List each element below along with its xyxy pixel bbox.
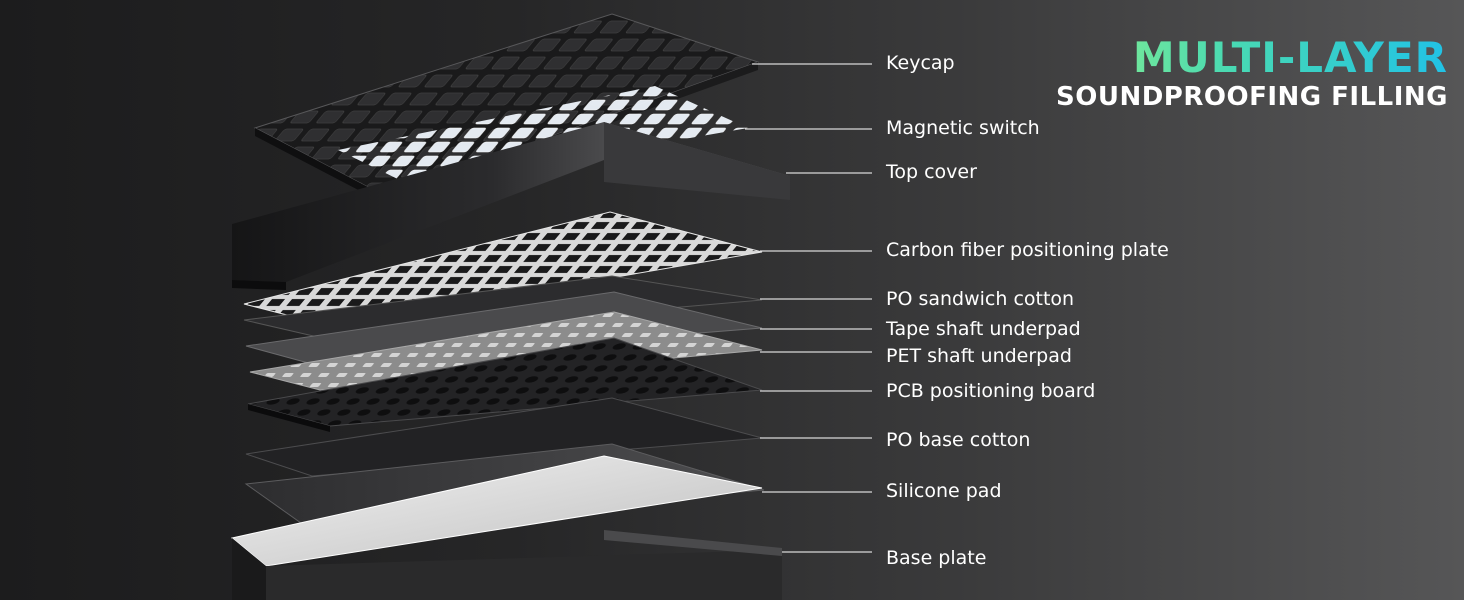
magnetic-switch-layer [338, 86, 748, 186]
label-keycap: Keycap [886, 52, 955, 74]
label-top-cover: Top cover [886, 161, 977, 183]
label-po-base-cotton: PO base cotton [886, 429, 1031, 451]
label-magnetic-switch: Magnetic switch [886, 117, 1040, 139]
headline-subtitle: SOUNDPROOFING FILLING [1056, 82, 1448, 112]
label-po-sandwich-cotton: PO sandwich cotton [886, 288, 1075, 310]
label-carbon-fiber-plate: Carbon fiber positioning plate [886, 239, 1169, 261]
headline: MULTI-LAYER SOUNDPROOFING FILLING [1056, 34, 1448, 113]
label-pcb-positioning-board: PCB positioning board [886, 380, 1096, 402]
label-pet-shaft-underpad: PET shaft underpad [886, 345, 1072, 367]
leader-lines [745, 63, 872, 553]
headline-title: MULTI-LAYER [1056, 34, 1448, 82]
label-silicone-pad: Silicone pad [886, 480, 1002, 502]
pet-shaft-underpad-layer [249, 311, 763, 391]
top-cover-layer [232, 122, 790, 290]
base-plate-layer [230, 455, 782, 600]
pcb-positioning-board-layer [247, 337, 763, 432]
label-base-plate: Base plate [886, 547, 987, 569]
po-base-cotton-layer [245, 397, 763, 477]
label-tape-shaft-underpad: Tape shaft underpad [886, 318, 1081, 340]
